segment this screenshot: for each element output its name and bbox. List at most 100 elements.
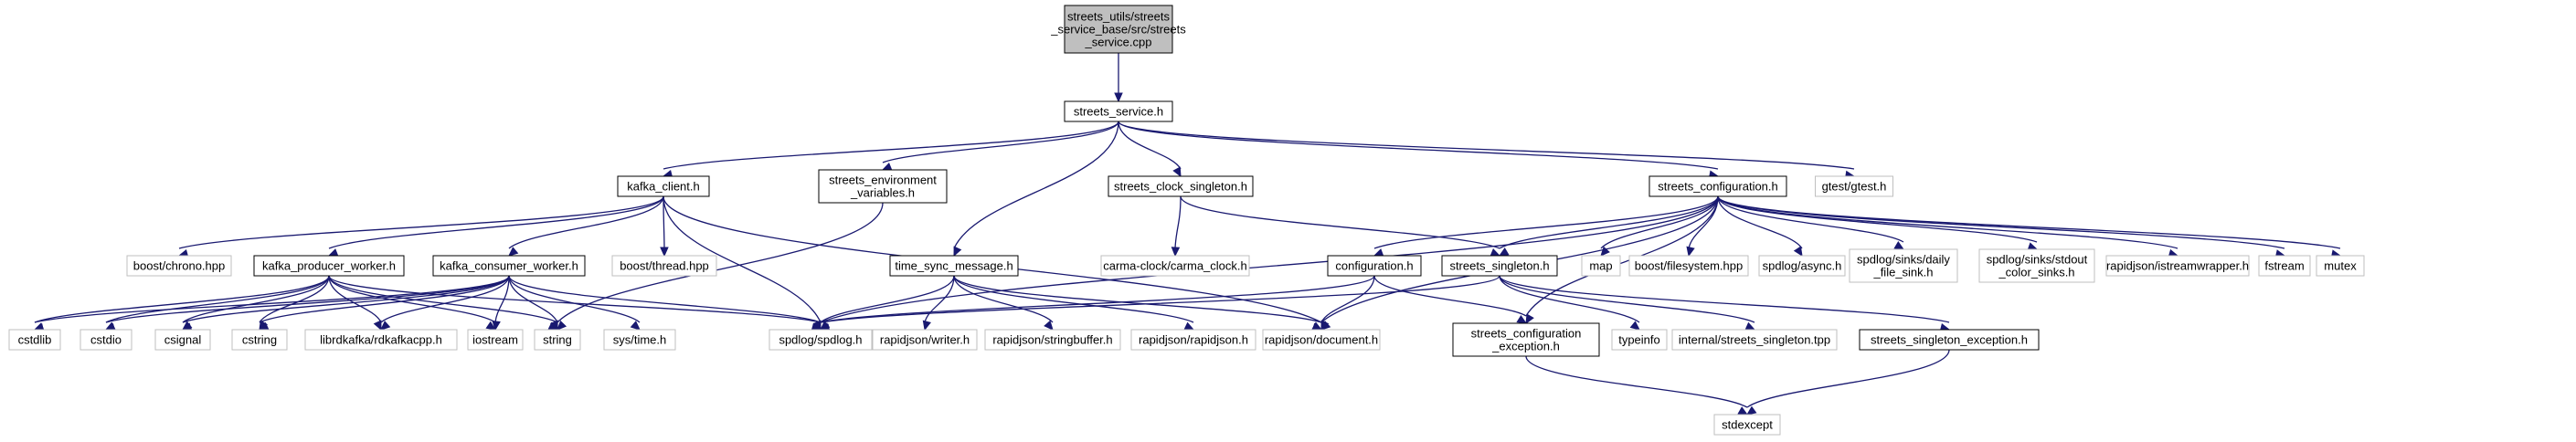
node-env[interactable]: streets_environment_variables.h <box>818 169 948 204</box>
edge-conf-to-async <box>1717 195 1803 258</box>
node-label: streets_environment <box>829 174 937 187</box>
node-label: map <box>1589 259 1612 273</box>
node-box <box>231 329 288 351</box>
node-cons[interactable]: kafka_consumer_worker.h <box>432 255 586 277</box>
node-label: librdkafka/rdkafkacpp.h <box>320 333 442 347</box>
node-box <box>818 169 948 204</box>
node-stdout: spdlog/sinks/stdout_color_sinks.h <box>1978 248 2095 283</box>
edge-clock-to-carma <box>1171 195 1182 258</box>
edge-conf-to-fstream <box>1717 195 2286 258</box>
node-label: mutex <box>2324 259 2357 273</box>
arrowhead <box>557 320 567 331</box>
arrowhead <box>1498 247 1510 257</box>
node-box <box>534 329 581 351</box>
node-label: rapidjson/document.h <box>1265 333 1378 347</box>
node-clock[interactable]: streets_clock_singleton.h <box>1108 175 1254 197</box>
node-box <box>1108 175 1254 197</box>
node-box <box>1849 248 1958 283</box>
node-tsm[interactable]: time_sync_message.h <box>889 255 1019 277</box>
node-box <box>2316 255 2365 277</box>
node-box <box>467 329 524 351</box>
node-cstring: cstring <box>231 329 288 351</box>
node-label: kafka_client.h <box>627 180 700 194</box>
node-box <box>1628 255 1749 277</box>
node-sbuf: rapidjson/stringbuffer.h <box>984 329 1121 351</box>
node-single[interactable]: streets_singleton.h <box>1441 255 1558 277</box>
node-map: map <box>1581 255 1621 277</box>
node-label: streets_utils/streets <box>1067 10 1170 24</box>
node-box <box>769 329 873 351</box>
node-writer: rapidjson/writer.h <box>872 329 978 351</box>
node-label: _service.cpp <box>1085 36 1152 49</box>
node-label: _exception.h <box>1491 340 1560 353</box>
node-cstdio: cstdio <box>80 329 133 351</box>
arrowhead <box>1629 321 1640 331</box>
edge-prod-to-rdk <box>328 275 382 332</box>
node-sexc[interactable]: streets_singleton_exception.h <box>1859 329 2040 351</box>
node-box <box>2105 255 2250 277</box>
node-svc[interactable]: streets_service.h <box>1064 100 1173 122</box>
node-box <box>1130 329 1256 351</box>
node-label: kafka_consumer_worker.h <box>440 259 578 273</box>
node-label: streets_service.h <box>1074 105 1163 119</box>
node-stdexcept: stdexcept <box>1713 414 1781 436</box>
edge-conf-to-single <box>1498 195 1719 257</box>
node-label: streets_clock_singleton.h <box>1114 180 1247 194</box>
edge-single-to-spdlog <box>819 275 1500 333</box>
node-prod[interactable]: kafka_producer_worker.h <box>253 255 405 277</box>
arrowhead <box>1114 92 1123 103</box>
node-label: rapidjson/stringbuffer.h <box>992 333 1112 347</box>
node-label: spdlog/sinks/daily <box>1857 253 1950 267</box>
edge-kafka-to-chrono <box>177 195 664 258</box>
node-label: cstring <box>242 333 277 347</box>
edge-svc-to-clock <box>1118 121 1182 178</box>
node-box <box>889 255 1019 277</box>
node-box <box>304 329 458 351</box>
edge-conf-to-config <box>1373 195 1719 258</box>
node-label: streets_configuration.h <box>1658 180 1778 194</box>
edge-cons-to-cstdlib <box>33 275 510 332</box>
node-kafka[interactable]: kafka_client.h <box>617 175 710 197</box>
node-box <box>1758 255 1846 277</box>
node-box <box>984 329 1121 351</box>
node-label: sys/time.h <box>613 333 667 347</box>
node-box <box>1671 329 1838 351</box>
node-conf[interactable]: streets_configuration.h <box>1648 175 1787 197</box>
node-label: boost/chrono.hpp <box>133 259 225 273</box>
node-label: string <box>543 333 572 347</box>
node-box <box>1262 329 1381 351</box>
edge-cons-to-csignal <box>181 275 510 332</box>
arrowhead <box>1183 321 1195 331</box>
arrowhead <box>485 321 497 331</box>
edge-single-to-typeinfo <box>1499 275 1640 331</box>
node-box <box>1441 255 1558 277</box>
node-cexc[interactable]: streets_configuration_exception.h <box>1452 322 1600 357</box>
node-label: _service_base/src/streets <box>1050 23 1186 37</box>
arrowhead <box>881 162 893 171</box>
edge-svc-to-conf <box>1118 121 1720 179</box>
arrowhead <box>549 320 558 332</box>
edge-single-to-tpp <box>1499 275 1756 331</box>
node-doc: rapidjson/document.h <box>1262 329 1381 351</box>
node-thread: boost/thread.hpp <box>611 255 717 277</box>
node-box <box>1815 175 1893 197</box>
node-label: spdlog/async.h <box>1763 259 1842 273</box>
edge-svc-to-env <box>881 121 1119 171</box>
arrowhead <box>492 320 501 332</box>
node-box <box>617 175 710 197</box>
node-box <box>611 255 717 277</box>
arrowhead <box>1686 246 1695 258</box>
arrowhead <box>1793 246 1803 258</box>
node-typeinfo: typeinfo <box>1611 329 1668 351</box>
node-spdlog: spdlog/spdlog.h <box>769 329 873 351</box>
node-config[interactable]: configuration.h <box>1327 255 1422 277</box>
edge-prod-to-csignal <box>182 275 330 331</box>
arrowhead <box>1525 313 1534 325</box>
node-gtest: gtest/gtest.h <box>1815 175 1893 197</box>
edge-svc-to-tsm <box>953 121 1119 258</box>
node-box <box>1648 175 1787 197</box>
edge-cons-to-rdk <box>380 275 510 331</box>
edge-cons-to-iostream <box>492 275 510 332</box>
arrowhead <box>1172 166 1182 178</box>
